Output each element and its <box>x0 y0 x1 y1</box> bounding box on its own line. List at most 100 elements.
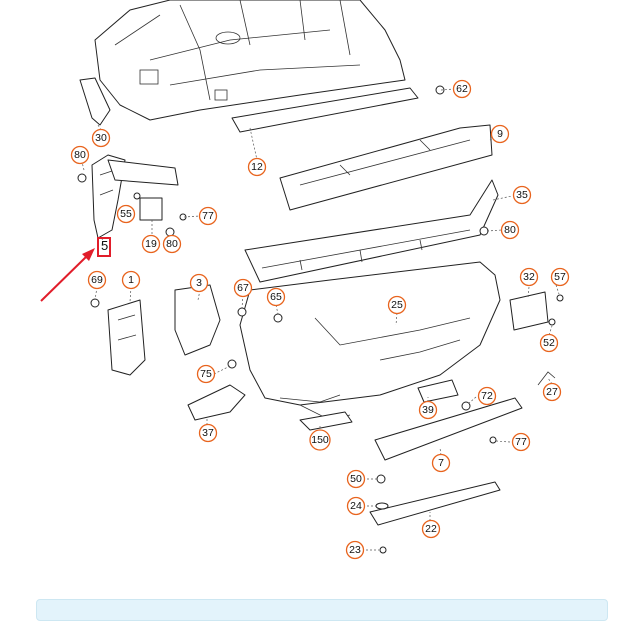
part-9-absorber <box>279 124 493 211</box>
svg-text:55: 55 <box>120 208 132 220</box>
callout-52[interactable]: 52 <box>539 333 559 353</box>
svg-text:23: 23 <box>349 544 361 556</box>
highlighted-part-number: 5 <box>101 238 109 253</box>
callout-80[interactable]: 80 <box>500 220 520 240</box>
svg-text:67: 67 <box>237 282 249 294</box>
svg-text:19: 19 <box>145 238 157 250</box>
svg-text:7: 7 <box>438 457 444 469</box>
svg-text:72: 72 <box>481 390 493 402</box>
fastener-69 <box>90 298 100 308</box>
callout-32[interactable]: 32 <box>519 267 539 287</box>
part-39-bracket <box>417 379 459 403</box>
callout-37[interactable]: 37 <box>198 423 218 443</box>
svg-text:35: 35 <box>516 189 528 201</box>
part-side-bracket <box>107 159 179 186</box>
callout-19[interactable]: 19 <box>141 234 161 254</box>
callout-67[interactable]: 67 <box>233 278 253 298</box>
part-19-clip <box>139 197 163 221</box>
svg-text:32: 32 <box>523 271 535 283</box>
callout-3[interactable]: 3 <box>189 273 209 293</box>
svg-text:25: 25 <box>391 299 403 311</box>
svg-text:80: 80 <box>504 224 516 236</box>
svg-text:37: 37 <box>202 427 214 439</box>
fastener-62 <box>435 85 445 95</box>
fastener-77b <box>489 436 497 444</box>
callout-150[interactable]: 150 <box>309 429 331 451</box>
part-27 <box>537 371 556 386</box>
svg-text:12: 12 <box>251 161 263 173</box>
fastener-75 <box>227 359 237 369</box>
svg-text:80: 80 <box>74 149 86 161</box>
fastener-72 <box>461 401 471 411</box>
svg-text:150: 150 <box>311 434 329 446</box>
callout-39[interactable]: 39 <box>418 400 438 420</box>
svg-text:69: 69 <box>91 274 103 286</box>
callout-62[interactable]: 62 <box>452 79 472 99</box>
highlight-arrow <box>40 248 95 302</box>
callout-1[interactable]: 1 <box>121 270 141 290</box>
callout-72[interactable]: 72 <box>477 386 497 406</box>
part-3-bracket <box>174 284 221 356</box>
callout-55[interactable]: 55 <box>116 204 136 224</box>
fastener-80a <box>77 173 87 183</box>
part-7-strip <box>374 397 523 461</box>
part-35-guide <box>244 179 499 283</box>
svg-text:65: 65 <box>270 291 282 303</box>
callout-12[interactable]: 12 <box>247 157 267 177</box>
callout-75[interactable]: 75 <box>196 364 216 384</box>
callout-24[interactable]: 24 <box>346 496 366 516</box>
part-32-plate <box>509 291 549 331</box>
part-24-washer <box>375 502 389 510</box>
callout-57[interactable]: 57 <box>550 267 570 287</box>
svg-text:22: 22 <box>425 523 437 535</box>
fastener-57 <box>556 294 564 302</box>
svg-text:30: 30 <box>95 132 107 144</box>
callout-77[interactable]: 77 <box>198 206 218 226</box>
svg-text:9: 9 <box>497 128 503 140</box>
callout-69[interactable]: 69 <box>87 270 107 290</box>
part-12-crossmember <box>231 87 419 133</box>
part-50-clip <box>376 474 386 484</box>
highlighted-part-box[interactable] <box>97 237 111 257</box>
part-37-bracket <box>187 384 246 421</box>
fastener-67 <box>237 307 247 317</box>
fastener-80c <box>479 226 489 236</box>
callout-27[interactable]: 27 <box>542 382 562 402</box>
callout-65[interactable]: 65 <box>266 287 286 307</box>
callout-80[interactable]: 80 <box>162 234 182 254</box>
callout-22[interactable]: 22 <box>421 519 441 539</box>
part-30 <box>79 77 111 126</box>
part-22-strip <box>369 481 501 526</box>
callout-25[interactable]: 25 <box>387 295 407 315</box>
callout-30[interactable]: 30 <box>91 128 111 148</box>
bottom-info-bar <box>36 599 608 621</box>
fastener-52 <box>548 318 556 326</box>
callout-9[interactable]: 9 <box>490 124 510 144</box>
callout-35[interactable]: 35 <box>512 185 532 205</box>
svg-text:52: 52 <box>543 337 555 349</box>
fastener-55 <box>133 192 141 200</box>
svg-text:50: 50 <box>350 473 362 485</box>
callout-77[interactable]: 77 <box>511 432 531 452</box>
svg-text:39: 39 <box>422 404 434 416</box>
part-25-bumper-cover <box>239 261 501 421</box>
svg-text:75: 75 <box>200 368 212 380</box>
fastener-80b <box>165 227 175 237</box>
callout-50[interactable]: 50 <box>346 469 366 489</box>
svg-text:77: 77 <box>202 210 214 222</box>
svg-text:1: 1 <box>128 274 134 286</box>
svg-text:77: 77 <box>515 436 527 448</box>
rear-body-section <box>94 0 406 121</box>
callout-80[interactable]: 80 <box>70 145 90 165</box>
fastener-65 <box>273 313 283 323</box>
svg-text:80: 80 <box>166 238 178 250</box>
svg-text:27: 27 <box>546 386 558 398</box>
part-150 <box>299 411 353 431</box>
part-23-screw <box>379 546 387 554</box>
callout-7[interactable]: 7 <box>431 453 451 473</box>
callout-23[interactable]: 23 <box>345 540 365 560</box>
svg-text:62: 62 <box>456 83 468 95</box>
svg-text:57: 57 <box>554 271 566 283</box>
